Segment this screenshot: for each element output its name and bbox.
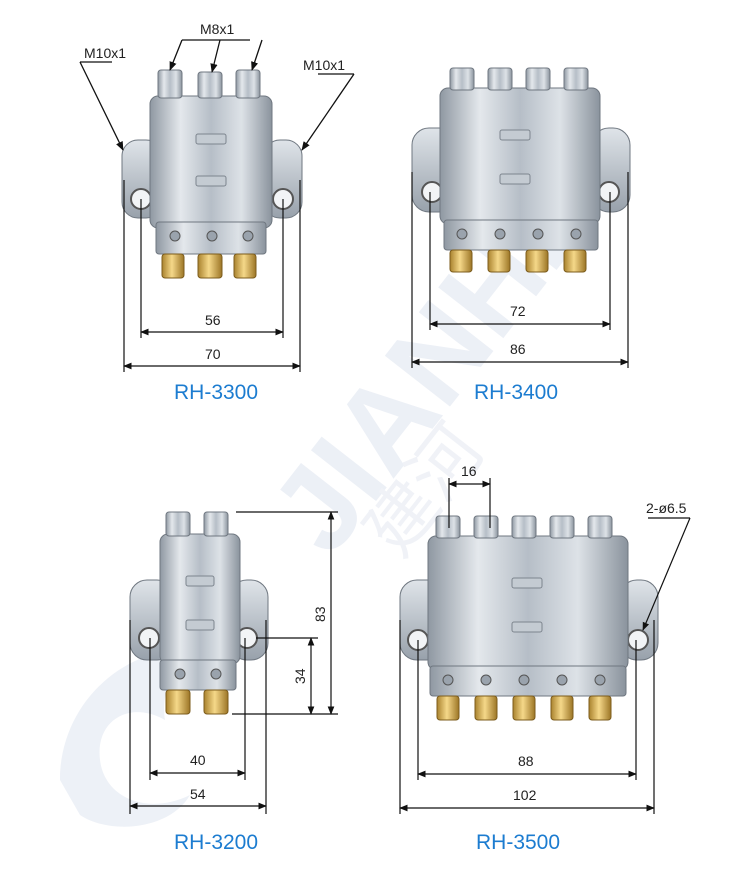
callout-left-port: M10x1 <box>84 45 126 61</box>
callout-right-port: M10x1 <box>303 57 345 73</box>
dim-outer: 102 <box>513 787 537 803</box>
left-mount-hole <box>421 181 443 203</box>
watermark-logo-icon <box>60 648 205 827</box>
top-port <box>197 71 223 99</box>
top-port <box>235 69 261 99</box>
model-label: RH-3300 <box>174 381 258 404</box>
top-port <box>449 67 475 91</box>
brass-fitting <box>588 695 612 721</box>
top-port <box>511 515 537 539</box>
top-port <box>487 67 513 91</box>
right-mount-hole <box>598 181 620 203</box>
rh3300-block <box>121 69 303 279</box>
rh3500-block <box>399 515 659 721</box>
rh3200-dimensions <box>129 511 338 814</box>
top-port <box>203 511 229 537</box>
label-plate <box>511 577 543 589</box>
dim-outer: 70 <box>205 346 221 362</box>
dim-pitch: 16 <box>461 463 477 479</box>
brass-fitting <box>487 249 511 273</box>
brass-fitting <box>525 249 549 273</box>
rh3400-block <box>411 67 631 273</box>
rh3300-callouts <box>79 39 355 151</box>
dim-inner: 56 <box>205 312 221 328</box>
label-plate <box>499 173 531 185</box>
top-port <box>587 515 613 539</box>
label-plate <box>511 621 543 633</box>
right-mount-hole <box>627 629 649 651</box>
distributor-body <box>427 535 629 671</box>
rh3400-dimensions <box>411 172 629 368</box>
top-port <box>563 67 589 91</box>
brass-fitting <box>197 253 223 279</box>
label-plate <box>185 575 215 587</box>
brass-fitting <box>165 689 191 715</box>
distributor-body <box>149 95 273 229</box>
brass-fitting <box>161 253 185 279</box>
distributor-body <box>439 87 601 225</box>
label-plate <box>499 129 531 141</box>
top-port <box>165 511 191 537</box>
dim-height-total: 83 <box>312 606 328 622</box>
top-port <box>435 515 461 539</box>
model-label: RH-3500 <box>476 831 560 854</box>
callout-holes: 2-ø6.5 <box>646 500 687 516</box>
brass-fitting <box>449 249 473 273</box>
callout-top-ports: M8x1 <box>200 21 234 37</box>
brass-fitting <box>550 695 574 721</box>
outlet-block <box>443 219 599 251</box>
brass-fitting <box>563 249 587 273</box>
model-label: RH-3400 <box>474 381 558 404</box>
brass-fitting <box>512 695 536 721</box>
dim-inner: 72 <box>510 303 526 319</box>
dim-outer: 86 <box>510 341 526 357</box>
brass-fitting <box>474 695 498 721</box>
brass-fitting <box>436 695 460 721</box>
dim-inner: 88 <box>518 753 534 769</box>
outlet-block <box>159 659 237 691</box>
model-label: RH-3200 <box>174 831 258 854</box>
rh3200-block <box>129 511 269 715</box>
label-plate <box>185 619 215 631</box>
top-port <box>157 69 183 99</box>
top-port <box>549 515 575 539</box>
rh3500-dimensions <box>399 478 691 814</box>
rh3300-dimensions <box>123 180 301 372</box>
dim-outer: 54 <box>190 786 206 802</box>
left-mount-hole <box>138 627 160 649</box>
dim-inner: 40 <box>190 752 206 768</box>
top-port <box>525 67 551 91</box>
dim-height-lower: 34 <box>292 668 308 684</box>
label-plate <box>195 133 227 145</box>
top-port <box>473 515 499 539</box>
distributor-body <box>159 533 241 665</box>
label-plate <box>195 175 227 187</box>
brass-fitting <box>233 253 257 279</box>
brass-fitting <box>203 689 229 715</box>
